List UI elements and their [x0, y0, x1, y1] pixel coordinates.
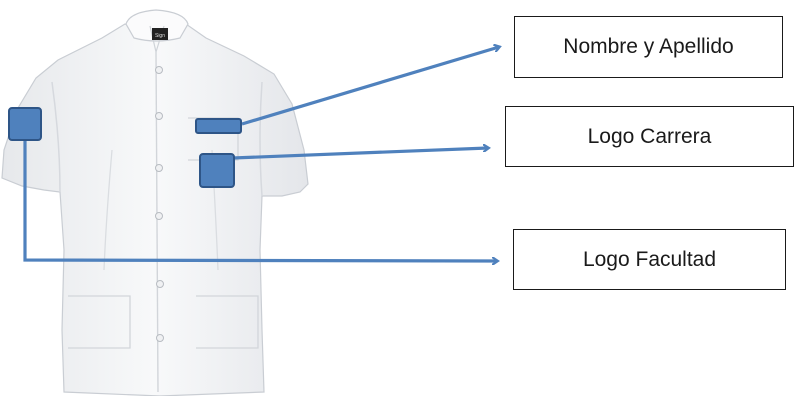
lower-right-pocket: [196, 295, 259, 349]
marker-facultad: [8, 107, 42, 141]
button: [156, 280, 164, 288]
markers: [8, 107, 242, 188]
callout-facultad-label: Logo Facultad: [582, 247, 717, 271]
buttons: [155, 66, 164, 342]
marker-nombre: [195, 118, 242, 134]
callout-nombre-apellido: Nombre y Apellido: [514, 16, 783, 78]
connectors: [23, 47, 499, 261]
collar: [125, 9, 189, 42]
shirt-tag: [152, 28, 168, 40]
left-sleeve-seam: [51, 81, 61, 193]
callout-logo-facultad: Logo Facultad: [513, 229, 786, 290]
arrow-facultad: [23, 140, 497, 261]
button: [155, 164, 163, 172]
marker-carrera: [199, 153, 235, 188]
shirt-body: [1, 23, 309, 397]
arrow-nombre: [241, 47, 499, 126]
button: [155, 112, 163, 120]
shirt-icon: Sign: [1, 9, 309, 397]
callout-carrera-label: Logo Carrera: [587, 124, 712, 148]
arrow-carrera: [232, 148, 488, 160]
button: [155, 66, 163, 74]
callout-nombre-label: Nombre y Apellido: [563, 35, 734, 58]
lower-left-pocket: [68, 295, 131, 349]
button: [155, 212, 163, 220]
shirt-tag-text: Sign: [155, 33, 165, 39]
right-sleeve-seam: [259, 81, 263, 197]
button: [156, 334, 164, 342]
callout-logo-carrera: Logo Carrera: [505, 106, 794, 167]
